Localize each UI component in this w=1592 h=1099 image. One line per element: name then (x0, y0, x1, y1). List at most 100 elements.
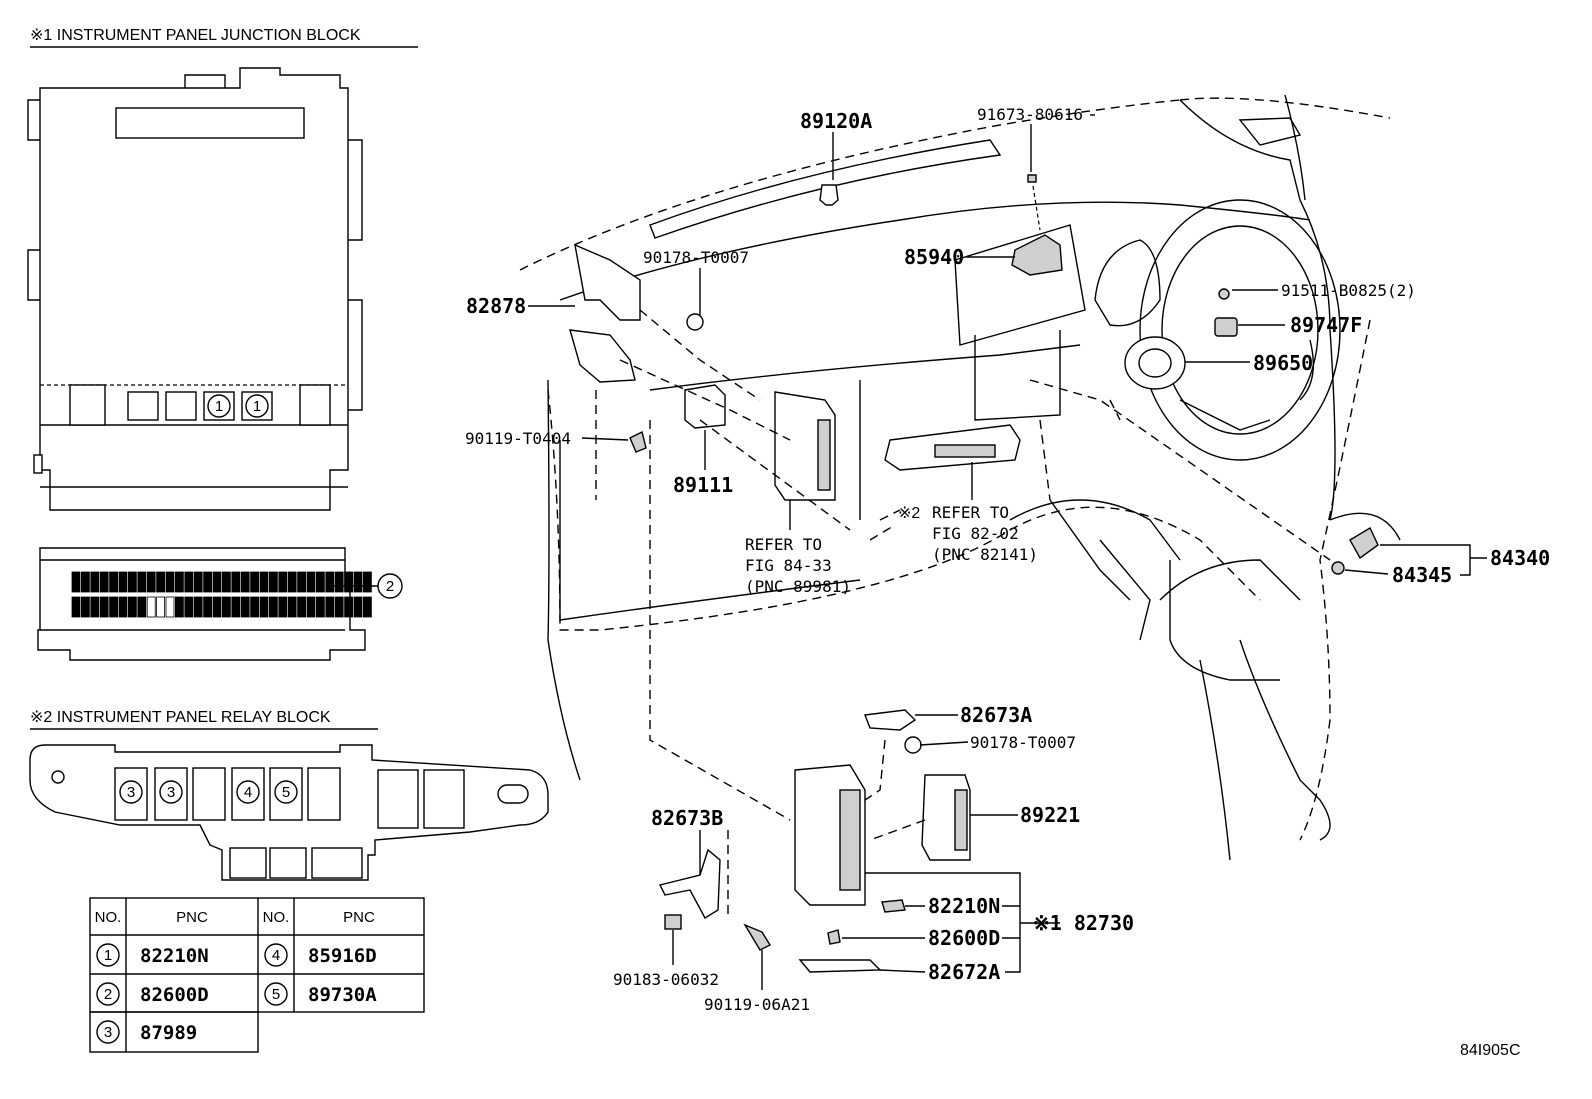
table-cell-pnc: 87989 (140, 1022, 197, 1044)
figure-code: 84I905C (1460, 1042, 1521, 1059)
part-label-91673-80616: 91673-80616 (977, 105, 1083, 124)
callout-5: 5 (282, 784, 290, 801)
connector-pin (71, 596, 81, 618)
refer-line: REFER TO (745, 535, 822, 554)
part-label-89111: 89111 (673, 473, 733, 497)
part-label-84345: 84345 (1392, 563, 1452, 587)
table-cell-pnc: 82210N (140, 945, 209, 967)
connector-pin (240, 596, 250, 618)
connector-pin (268, 596, 278, 618)
callout-3: 3 (127, 784, 135, 801)
connector-pin (278, 571, 288, 593)
connector-pin (174, 571, 184, 593)
connector-pin (184, 596, 194, 618)
connector-pin (278, 596, 288, 618)
part-labels: 89120A 91673-80616 82878 90178-T0007 859… (465, 105, 1550, 1059)
part-label-82673A: 82673A (960, 703, 1032, 727)
table-cell-pnc: 82600D (140, 984, 209, 1006)
connector-pin (334, 571, 344, 593)
connector-pin (344, 596, 354, 618)
connector-pin (81, 596, 90, 618)
connector-pin (315, 571, 325, 593)
table-cell-no: 4 (272, 947, 280, 964)
connector-pin (203, 596, 213, 618)
connector-pin (127, 571, 137, 593)
connector-pin (221, 571, 231, 593)
refer-line: REFER TO (932, 503, 1009, 522)
connector-pin (353, 596, 363, 618)
connector-pin (90, 596, 100, 618)
connector-pin (344, 571, 354, 593)
callout-1: 1 (215, 398, 223, 415)
table-cell-no: 5 (272, 986, 280, 1003)
connector-pin (287, 596, 297, 618)
connector-pin (99, 571, 109, 593)
connector-pin (137, 596, 147, 618)
connector-pin (193, 571, 203, 593)
connector-pin (146, 596, 156, 618)
connector-pin (90, 571, 100, 593)
connector-pin (81, 571, 90, 593)
callout-4: 4 (244, 784, 252, 801)
connector-pin (325, 596, 335, 618)
connector-pin (297, 596, 307, 618)
part-label-90183-06032: 90183-06032 (613, 970, 719, 989)
part-label-82600D: 82600D (928, 926, 1000, 950)
connector-pin (174, 596, 184, 618)
refer-mark: ※2 (898, 505, 920, 522)
connector-pin (203, 571, 213, 593)
part-label-89650: 89650 (1253, 351, 1313, 375)
connector-pin (71, 571, 81, 593)
part-label-89747F: 89747F (1290, 313, 1362, 337)
refer-line: (PNC 82141) (932, 545, 1038, 564)
part-label-90178-T0007: 90178-T0007 (643, 248, 749, 267)
table-header-no: NO. (263, 909, 290, 926)
connector-pin (193, 596, 203, 618)
table-cell-pnc: 89730A (308, 984, 377, 1006)
dashboard-illustration (519, 94, 1487, 990)
relay-block-view: ※2 INSTRUMENT PANEL RELAY BLOCK 3 3 4 5 (29, 709, 549, 881)
connector-pin (334, 596, 344, 618)
connector-pin (362, 596, 372, 618)
part-label-90119-06A21: 90119-06A21 (704, 995, 810, 1014)
connector-pin (127, 596, 137, 618)
part-label-89221: 89221 (1020, 803, 1080, 827)
connector-pin (362, 571, 372, 593)
connector-pin (165, 596, 175, 618)
connector-pin (250, 571, 260, 593)
junction-block-view: ※1 INSTRUMENT PANEL JUNCTION BLOCK 1 1 (27, 27, 418, 511)
connector-pin (118, 571, 128, 593)
connector-pin (156, 571, 166, 593)
part-label-90119-T0404: 90119-T0404 (465, 429, 571, 448)
refer-line: FIG 82-02 (932, 524, 1019, 543)
part-label-89120A: 89120A (800, 109, 872, 133)
part-label-82673B: 82673B (651, 806, 723, 830)
table-cell-pnc: 85916D (308, 945, 377, 967)
connector-pin (165, 571, 175, 593)
table-cell-no: 2 (104, 986, 112, 1003)
table-header-pnc: PNC (176, 909, 208, 926)
connector-pin (250, 596, 260, 618)
connector-pin (259, 596, 269, 618)
part-label-82210N: 82210N (928, 894, 1000, 918)
connector-pin (297, 571, 307, 593)
connector-pin (212, 571, 222, 593)
connector-pin (156, 596, 166, 618)
part-label-82730: ※1 82730 (1033, 911, 1134, 935)
callout-1: 1 (253, 398, 261, 415)
connector-pin (146, 571, 156, 593)
connector-pin (306, 596, 316, 618)
connector-pin (184, 571, 194, 593)
table-header-pnc: PNC (343, 909, 375, 926)
connector-pin (315, 596, 325, 618)
refer-line: (PNC 89981) (745, 577, 851, 596)
connector-pin (137, 571, 147, 593)
connector-pin (259, 571, 269, 593)
connector-pin (287, 571, 297, 593)
part-label-85940: 85940 (904, 245, 964, 269)
connector-pin (353, 571, 363, 593)
junction-block-title: ※1 INSTRUMENT PANEL JUNCTION BLOCK (30, 27, 361, 44)
connector-pin (268, 571, 278, 593)
connector-pin (118, 596, 128, 618)
